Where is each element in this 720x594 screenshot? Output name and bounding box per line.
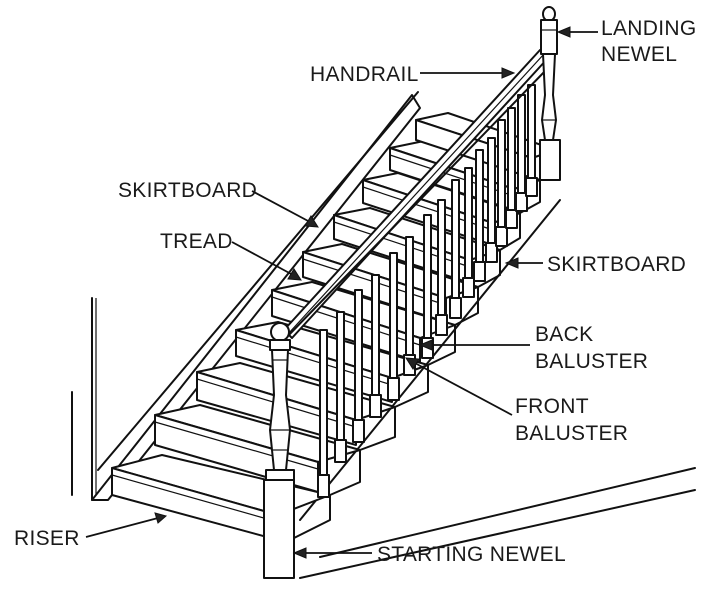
label-handrail: HANDRAIL bbox=[310, 63, 419, 86]
front-balusters bbox=[319, 94, 526, 491]
label-starting-newel: STARTING NEWEL bbox=[377, 543, 566, 566]
label-landing-newel-1: LANDING bbox=[601, 17, 696, 40]
label-back-baluster-1: BACK bbox=[535, 323, 593, 346]
wall-lines bbox=[71, 297, 97, 501]
back-balusters bbox=[336, 84, 536, 463]
leader-lines bbox=[85, 26, 598, 559]
landing-newel bbox=[539, 6, 561, 181]
label-riser: RISER bbox=[14, 527, 80, 550]
label-tread: TREAD bbox=[160, 230, 233, 253]
starting-newel bbox=[263, 322, 295, 579]
balusters bbox=[317, 84, 538, 498]
label-skirtboard-right: SKIRTBOARD bbox=[547, 253, 686, 276]
left-skirtboard bbox=[91, 91, 421, 501]
label-back-baluster-2: BALUSTER bbox=[535, 350, 648, 373]
label-skirtboard-left: SKIRTBOARD bbox=[118, 179, 257, 202]
label-front-baluster-2: BALUSTER bbox=[515, 422, 628, 445]
floor-lines bbox=[299, 199, 696, 579]
open-stringer bbox=[289, 149, 557, 541]
labels: LANDING NEWEL HANDRAIL SKIRTBOARD TREAD … bbox=[14, 17, 696, 566]
label-landing-newel-2: NEWEL bbox=[601, 43, 677, 66]
label-front-baluster-1: FRONT bbox=[515, 395, 589, 418]
